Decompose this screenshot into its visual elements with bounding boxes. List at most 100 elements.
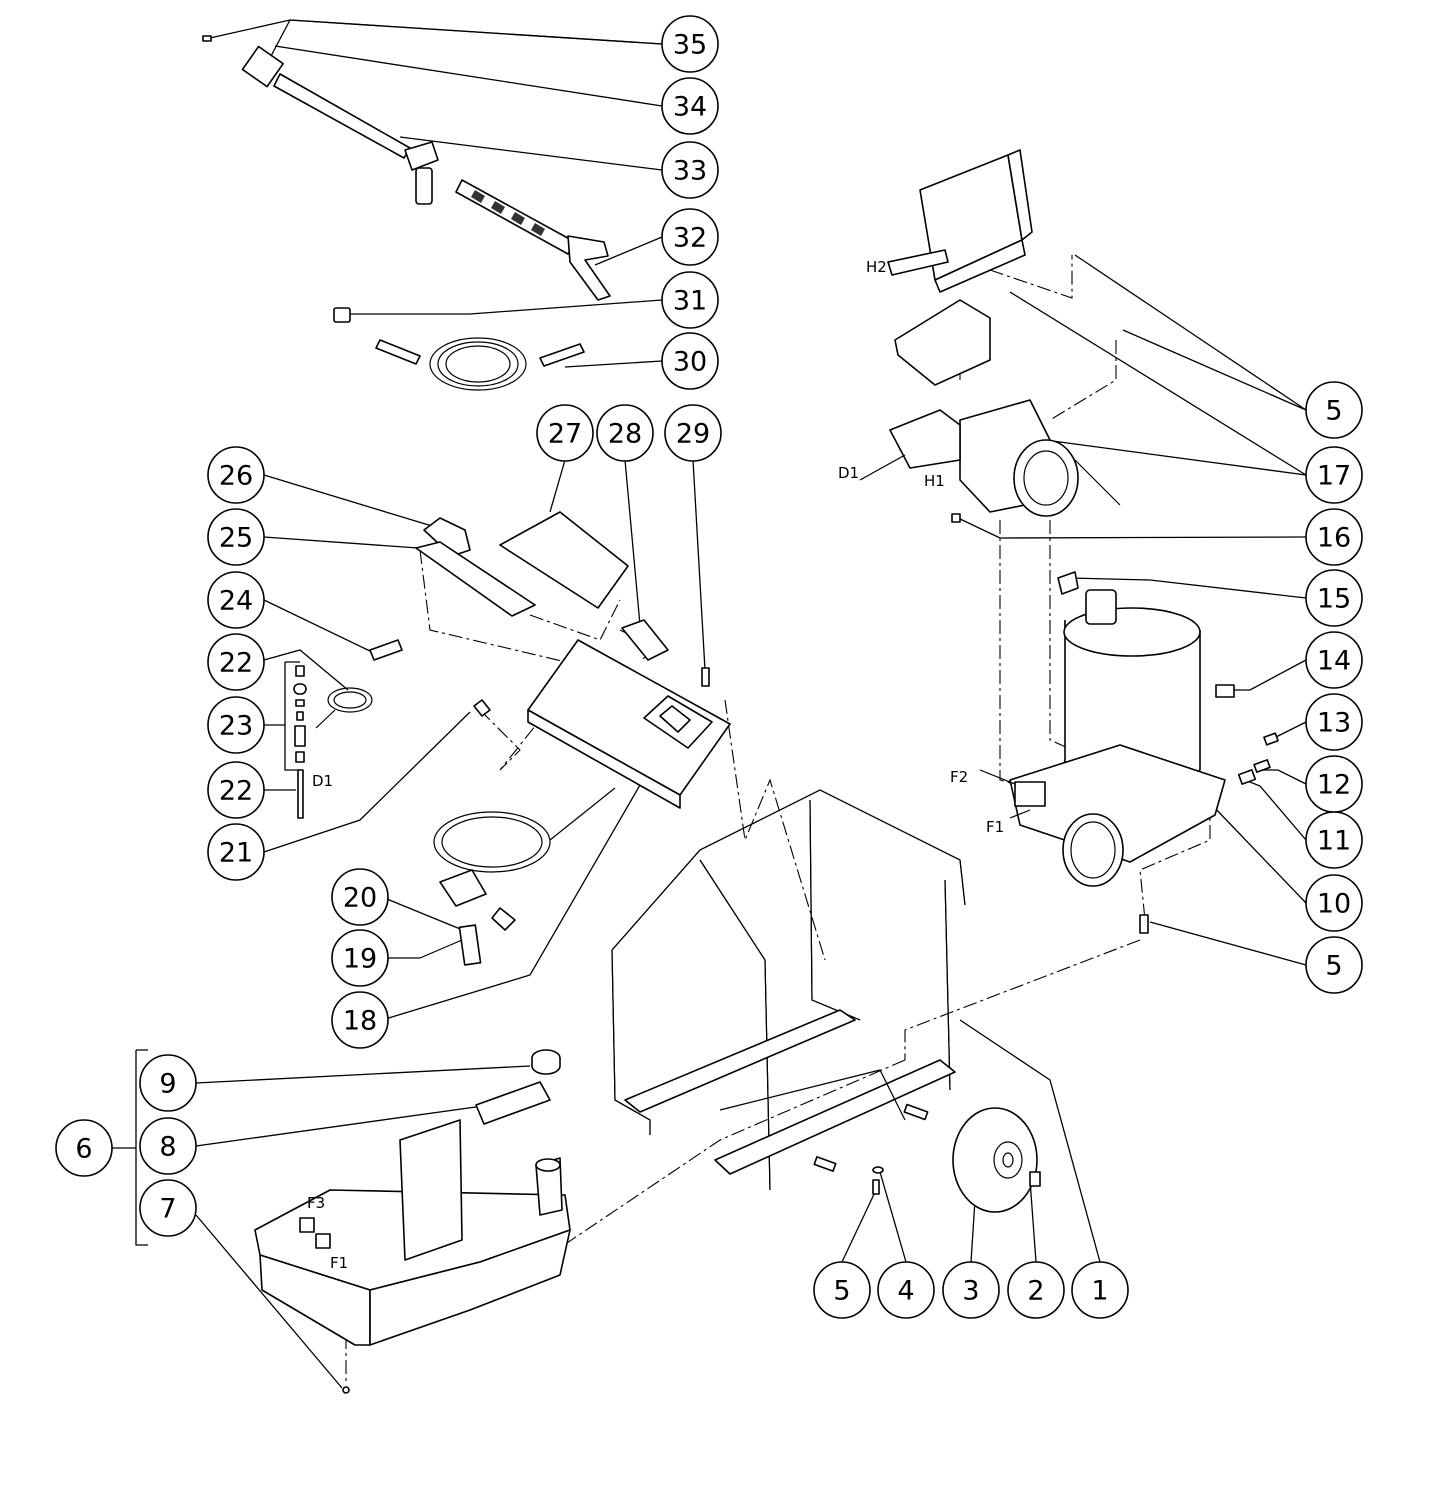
lance-33 — [273, 73, 439, 205]
balloon-number: 28 — [608, 419, 642, 450]
balloon-circle — [1305, 936, 1363, 994]
balloon-number: 27 — [548, 419, 582, 450]
fitting-stack-23 — [293, 665, 307, 819]
balloon-28: 28 — [596, 404, 654, 462]
letter-callouts: H2 H1 D1 D1 F2 F1 F3 F1 — [307, 258, 1004, 1272]
balloon-number: 35 — [673, 30, 707, 61]
power-cord-18 — [433, 787, 616, 931]
balloon-12: 12 — [1305, 755, 1363, 813]
balloon-number: 22 — [219, 648, 253, 679]
balloon-number: 23 — [219, 711, 253, 742]
balloon-15: 15 — [1305, 569, 1363, 627]
pump-motor-17 — [859, 399, 1121, 517]
drain-plug-7 — [342, 1386, 350, 1394]
screw-29 — [701, 667, 710, 687]
decals-11-14 — [1057, 571, 1279, 785]
balloon-17: 17 — [1305, 446, 1363, 504]
quick-coupler-31 — [333, 307, 351, 323]
balloon-number: 18 — [343, 1006, 377, 1037]
nozzle-holder-34 — [241, 45, 284, 88]
balloon-number: 20 — [343, 883, 377, 914]
balloon-number: 5 — [833, 1276, 850, 1307]
balloon-circle — [813, 1261, 871, 1319]
balloon-number: 31 — [673, 286, 707, 317]
balloon-5: 5 — [1305, 381, 1363, 439]
balloon-31: 31 — [661, 271, 719, 329]
balloon-circle — [877, 1261, 935, 1319]
balloon-32: 32 — [661, 208, 719, 266]
control-box-18 — [527, 639, 731, 809]
callout-d1-pump: D1 — [838, 464, 859, 482]
fuel-tank-6 — [254, 1119, 571, 1346]
bolt-5 — [872, 1179, 880, 1195]
balloon-number: 29 — [676, 419, 710, 450]
balloon-26: 26 — [207, 446, 265, 504]
balloon-circle — [1007, 1261, 1065, 1319]
balloon-3: 3 — [942, 1261, 1000, 1319]
balloon-21: 21 — [207, 823, 265, 881]
balloon-circle — [1305, 569, 1363, 627]
decal-27 — [499, 511, 629, 609]
balloon-circle — [207, 571, 265, 629]
balloon-number: 13 — [1317, 708, 1351, 739]
balloon-circle — [331, 929, 389, 987]
balloon-circle — [1305, 811, 1363, 869]
spray-nozzle-35 — [202, 35, 212, 42]
balloon-11: 11 — [1305, 811, 1363, 869]
balloon-25: 25 — [207, 508, 265, 566]
washer-4 — [872, 1166, 884, 1174]
balloon-number: 15 — [1317, 584, 1351, 615]
electric-box-17 — [887, 149, 1033, 293]
balloon-circle — [661, 332, 719, 390]
balloon-33: 33 — [661, 141, 719, 199]
balloon-number: 30 — [673, 347, 707, 378]
trigger-gun-32 — [455, 179, 611, 301]
balloon-8: 8 — [139, 1117, 197, 1175]
balloon-circle — [661, 77, 719, 135]
balloon-10: 10 — [1305, 874, 1363, 932]
balloon-circle — [1071, 1261, 1129, 1319]
balloon-30: 30 — [661, 332, 719, 390]
balloon-number: 6 — [75, 1134, 92, 1165]
thermostat-hose-24 — [315, 639, 403, 729]
decal-21 — [473, 699, 491, 717]
balloon-circle — [1305, 874, 1363, 932]
balloon-number: 25 — [219, 523, 253, 554]
balloon-27: 27 — [536, 404, 594, 462]
balloon-number: 17 — [1317, 461, 1351, 492]
balloon-circle — [139, 1179, 197, 1237]
balloon-circle — [661, 208, 719, 266]
balloon-number: 32 — [673, 223, 707, 254]
balloon-23: 23 — [207, 696, 265, 754]
balloon-34: 34 — [661, 77, 719, 135]
balloon-number: 1 — [1091, 1276, 1108, 1307]
frame-1 — [611, 789, 966, 1191]
balloon-circle — [596, 404, 654, 462]
balloon-number: 5 — [1325, 951, 1342, 982]
balloon-number: 16 — [1317, 523, 1351, 554]
balloon-circle — [331, 868, 389, 926]
balloon-circle — [207, 761, 265, 819]
balloon-number: 19 — [343, 944, 377, 975]
balloon-circle — [207, 696, 265, 754]
balloon-number: 5 — [1325, 396, 1342, 427]
decal-8 — [475, 1081, 551, 1125]
balloon-circle — [536, 404, 594, 462]
callout-f3: F3 — [307, 1194, 325, 1212]
fill-cap-9 — [531, 1049, 561, 1075]
balloon-number: 26 — [219, 461, 253, 492]
callout-h1: H1 — [924, 472, 945, 490]
balloon-number: 7 — [159, 1194, 176, 1225]
balloon-number: 14 — [1317, 646, 1351, 677]
boiler-10 — [1009, 589, 1226, 887]
balloon-circle — [207, 823, 265, 881]
balloon-number: 11 — [1317, 826, 1351, 857]
balloon-number: 9 — [159, 1069, 176, 1100]
bracket-17 — [894, 299, 991, 386]
balloon-number: 21 — [219, 838, 253, 869]
balloon-circle — [1305, 381, 1363, 439]
callout-d1-lance: D1 — [312, 772, 333, 790]
balloon-1: 1 — [1071, 1261, 1129, 1319]
